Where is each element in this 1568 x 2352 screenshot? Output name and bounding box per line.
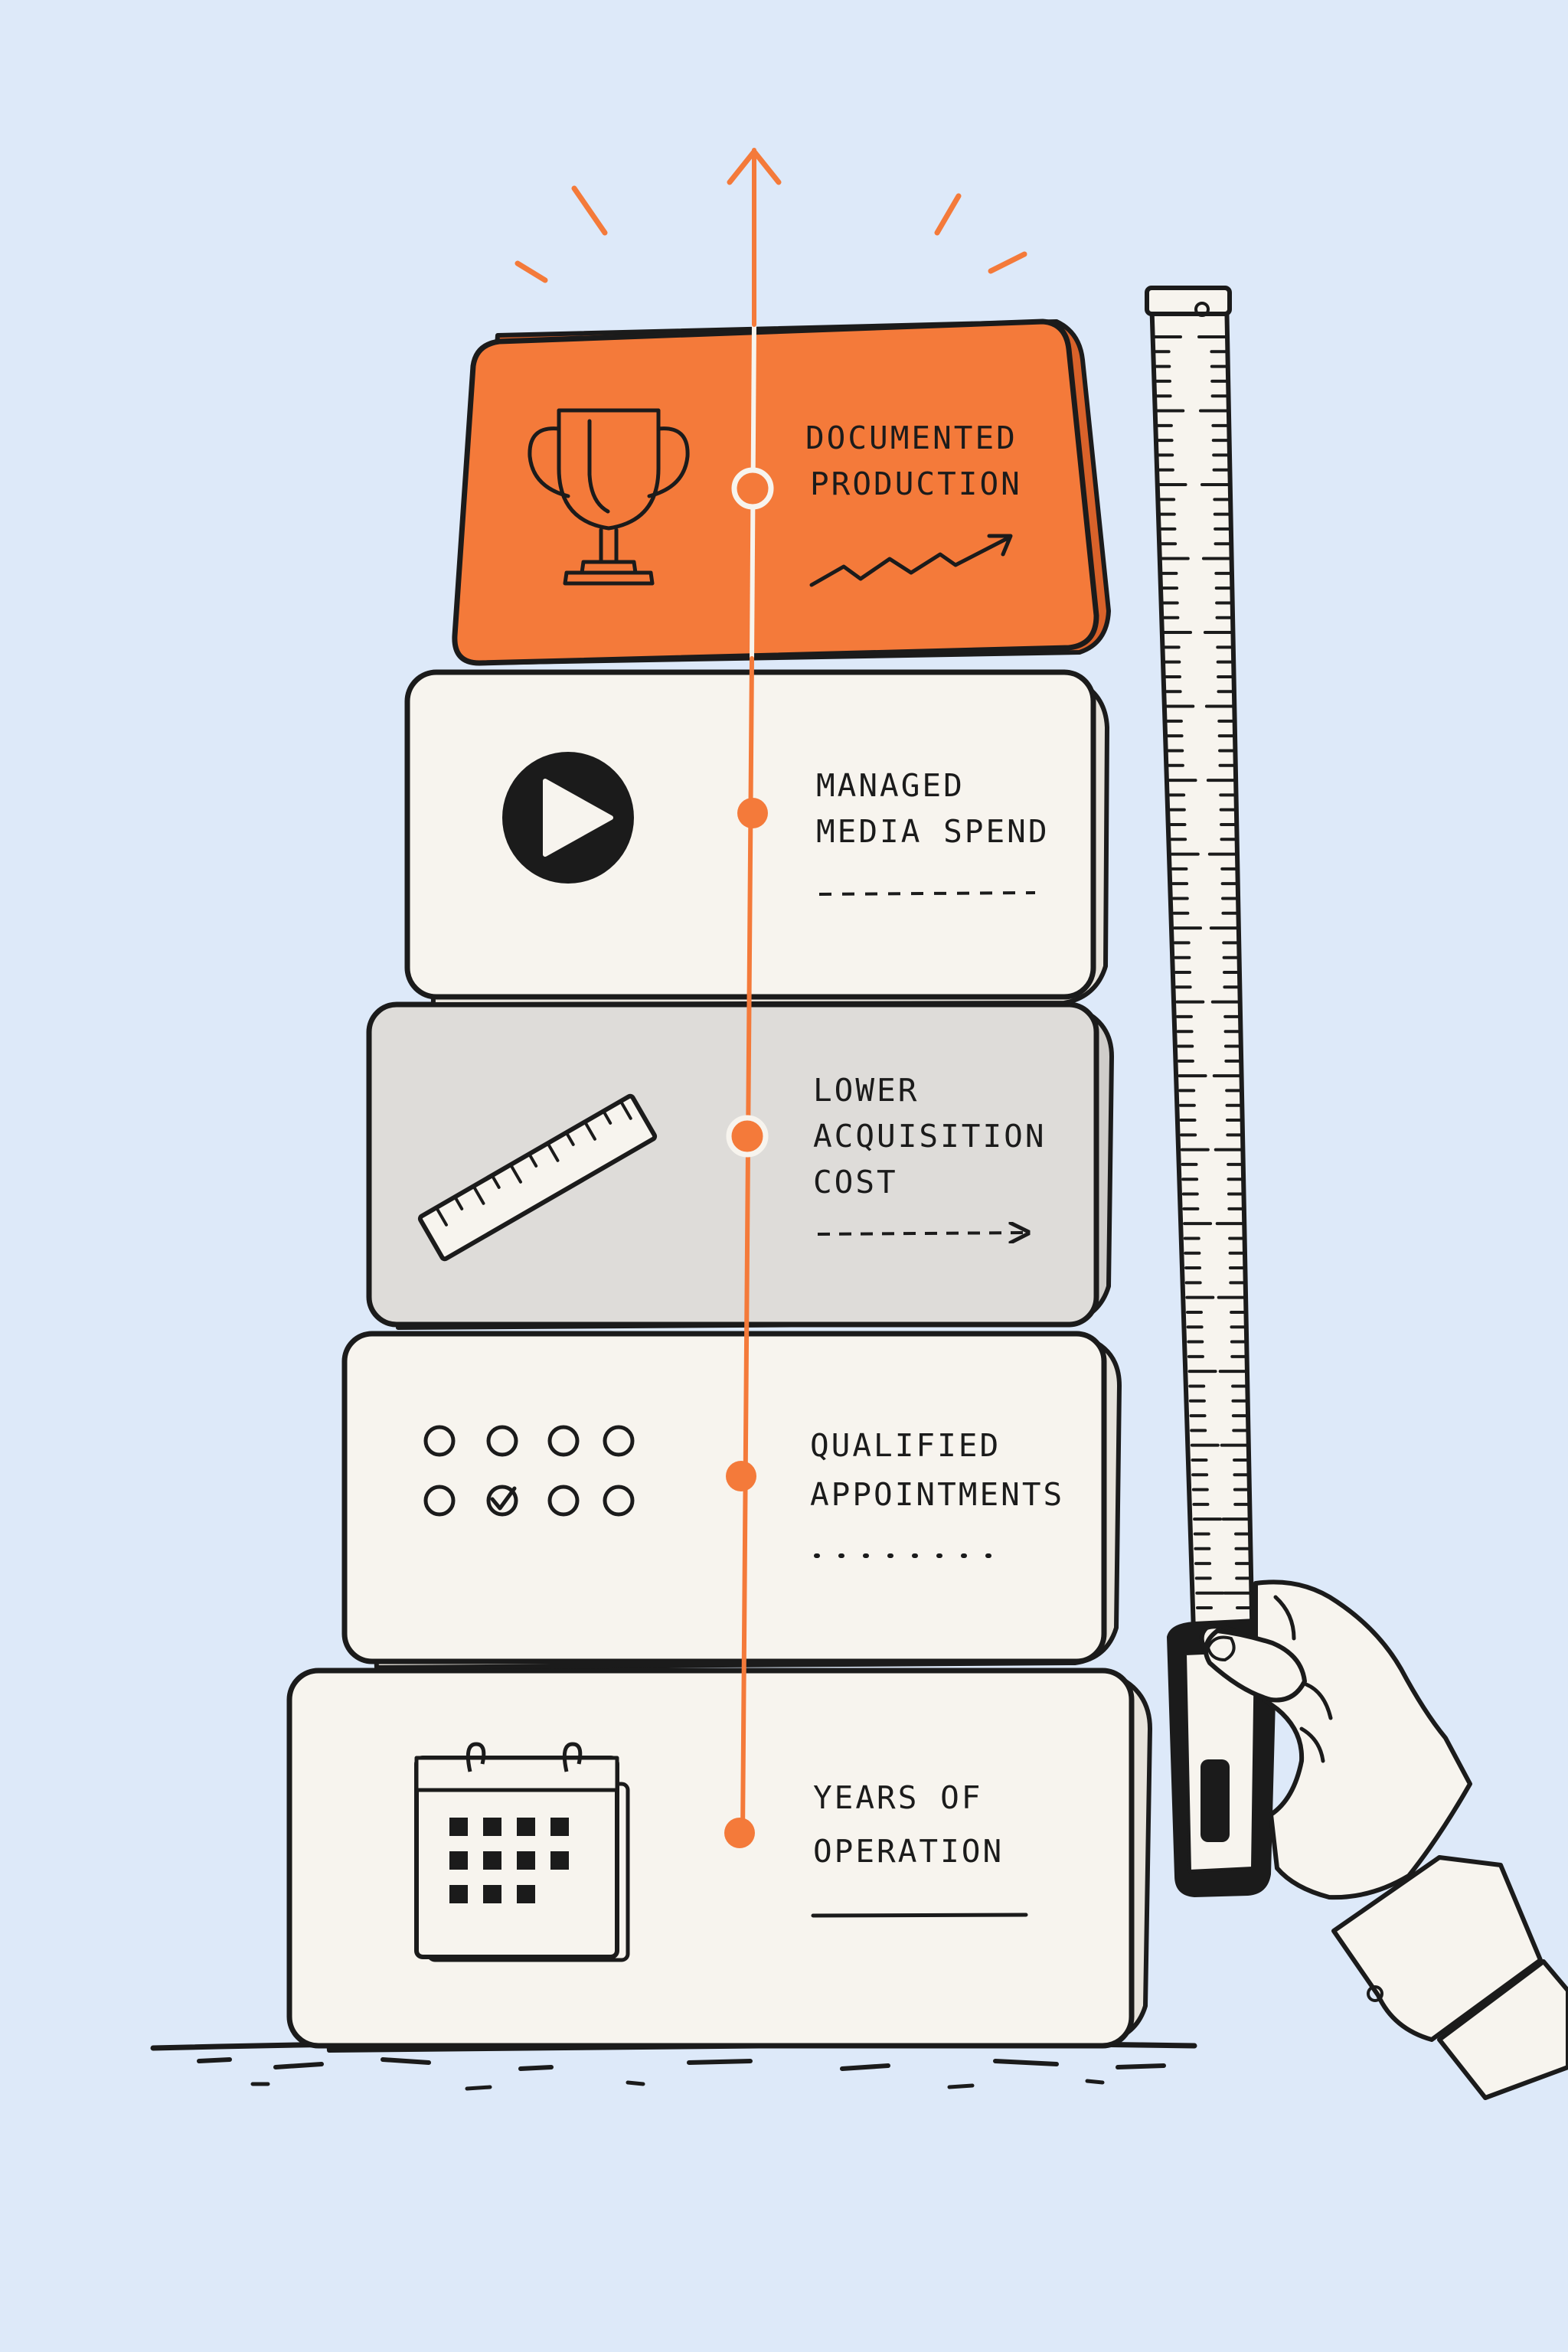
finger-lines — [1273, 1595, 1333, 1763]
tape-hook-rivet — [1194, 302, 1210, 317]
tier-label-line1: QUALIFIED — [810, 1427, 1001, 1464]
tier-label-line1: MANAGED — [816, 767, 965, 804]
milestone-node — [731, 467, 774, 510]
thumb — [1203, 1628, 1307, 1703]
dashed-arrow — [817, 1233, 1026, 1234]
growth-arrow-line — [740, 148, 756, 1838]
tier-managed-media-spend: MANAGED MEDIA SPEND — [404, 669, 1109, 1007]
measuring-tape — [1145, 286, 1277, 1897]
calendar-icon — [414, 1742, 630, 1962]
tier-label-line2: PRODUCTION — [810, 466, 1022, 502]
tier-label-line2: MEDIA SPEND — [816, 813, 1050, 850]
tier-label-line1: DOCUMENTED — [805, 420, 1018, 456]
tape-marks — [1153, 335, 1253, 1609]
shirt-cuff — [1331, 1855, 1543, 2042]
milestone-node — [726, 1461, 756, 1491]
tier-label-line2: OPERATION — [813, 1833, 1004, 1870]
check-icon — [490, 1486, 517, 1511]
tier-label-line1: YEARS OF — [813, 1779, 982, 1816]
block-face — [452, 318, 1099, 666]
appointment-grid-icon — [423, 1425, 635, 1517]
block-face — [341, 1331, 1107, 1664]
growth-arrow — [724, 148, 782, 1848]
tier-qualified-appointments: QUALIFIED APPOINTMENTS — [341, 1331, 1122, 1670]
tier-label-line2: APPOINTMENTS — [810, 1476, 1064, 1513]
sleeve — [1437, 1959, 1568, 2100]
play-button-icon — [502, 752, 634, 884]
hand-holding-tape — [1199, 1579, 1568, 2100]
tier-years-of-operation: YEARS OF OPERATION — [286, 1668, 1152, 2053]
solid-underline — [811, 1913, 1028, 1918]
tier-label-line2: ACQUISITION — [813, 1118, 1047, 1155]
tier-lower-acquisition-cost: LOWER ACQUISITION COST — [366, 1001, 1114, 1330]
tier-label-line3: COST — [813, 1164, 898, 1200]
milestone-node — [737, 798, 768, 828]
sparkle-lines — [514, 185, 1027, 283]
thumbnail — [1206, 1635, 1236, 1662]
ruler-icon — [417, 1093, 658, 1262]
tier-documented-production: DOCUMENTED PRODUCTION — [452, 318, 1111, 666]
tape-hook — [1145, 286, 1232, 316]
cuff-button-icon — [1367, 1985, 1383, 2002]
arrowhead-icon — [727, 149, 782, 185]
milestone-node — [724, 1818, 755, 1848]
trend-arrow-icon — [809, 534, 1013, 587]
block-face — [366, 1001, 1099, 1328]
milestone-node — [726, 1115, 769, 1158]
tier-label-line1: LOWER — [813, 1072, 919, 1109]
tape-lock-button — [1200, 1759, 1230, 1842]
trophy-icon — [528, 408, 690, 586]
